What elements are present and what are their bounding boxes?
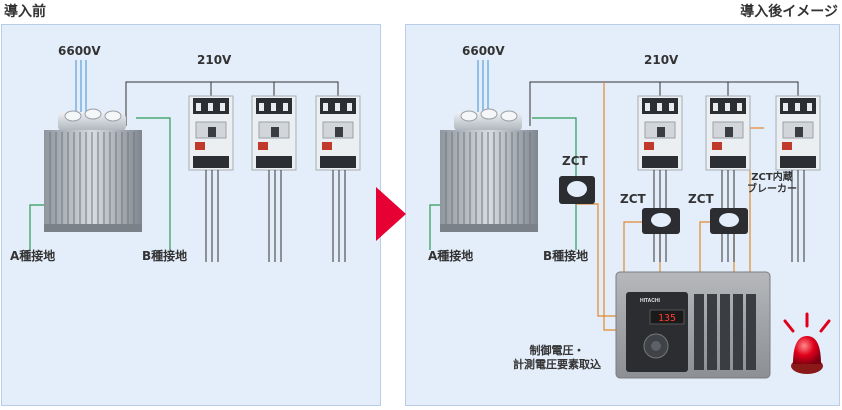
before-diagram <box>29 60 361 262</box>
after-hv-label: 6600V <box>462 44 505 58</box>
before-hv-label: 6600V <box>58 44 101 58</box>
zct-branch-1 <box>642 208 680 234</box>
leak-monitor-unit <box>615 271 771 379</box>
after-transformer <box>440 108 538 232</box>
zct-main <box>559 176 595 204</box>
zct-branch-2-label: ZCT <box>688 192 714 206</box>
zct-branch-1-label: ZCT <box>620 192 646 206</box>
before-load-lines <box>205 170 346 262</box>
before-breaker-3 <box>315 95 361 171</box>
before-breaker-1 <box>188 95 234 171</box>
zct-main-label: ZCT <box>562 154 588 168</box>
voltage-input-line-1: 制御電圧・ <box>529 344 585 357</box>
before-ground-b-label: B種接地 <box>142 249 188 263</box>
after-ground-a-label: A種接地 <box>428 249 474 263</box>
after-breaker-2 <box>705 95 751 171</box>
after-ground-b-label: B種接地 <box>543 249 589 263</box>
after-breaker-3-zct <box>775 95 821 171</box>
before-transformer <box>44 108 142 232</box>
after-diagram <box>429 60 831 379</box>
alarm-lamp-icon <box>783 312 831 374</box>
zct-breaker-line-2: ブレーカー <box>747 184 797 195</box>
before-ground-a-label: A種接地 <box>10 249 56 263</box>
monitor-display-value: 135 <box>658 313 676 324</box>
before-ground-lines <box>29 117 171 250</box>
zct-branch-2 <box>710 208 748 234</box>
before-caption: 導入前 <box>4 4 46 20</box>
after-lv-label: 210V <box>644 53 679 67</box>
after-ground-lines <box>429 117 577 250</box>
voltage-input-line-2: 計測電圧要素取込 <box>513 358 601 371</box>
zct-breaker-label: ZCT内蔵 ブレーカー <box>744 172 800 196</box>
transition-arrow <box>376 187 406 241</box>
monitor-brand: HITACHI <box>640 298 661 304</box>
before-lv-label: 210V <box>197 53 232 67</box>
after-breaker-1 <box>637 95 683 171</box>
voltage-input-label: 制御電圧・ 計測電圧要素取込 <box>502 344 612 372</box>
after-caption: 導入後イメージ <box>740 4 838 20</box>
zct-breaker-line-1: ZCT内蔵 <box>751 172 793 183</box>
before-breaker-2 <box>251 95 297 171</box>
